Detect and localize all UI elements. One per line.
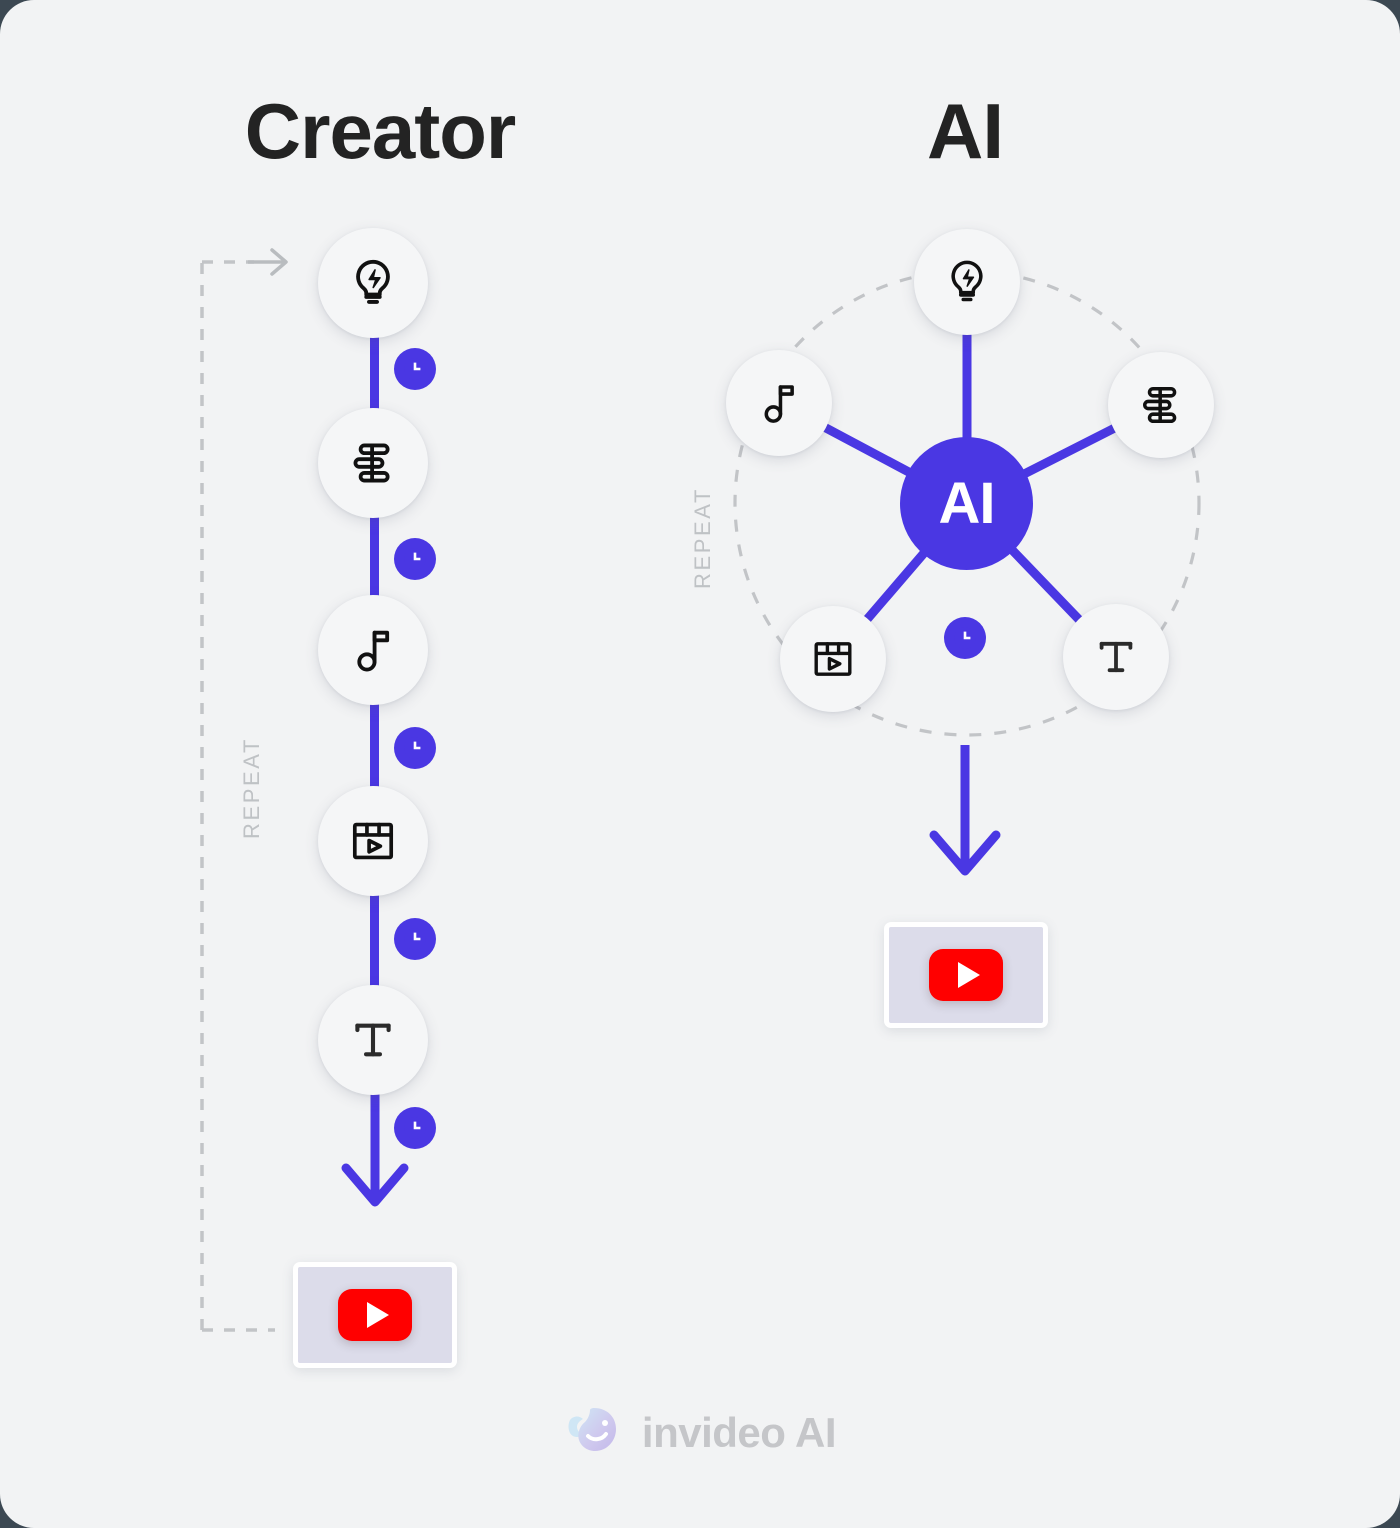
clock-icon [404,928,426,950]
text-type-icon [1092,633,1140,681]
creator-time-badge-5 [394,1107,436,1149]
creator-node-text[interactable] [318,985,428,1095]
text-type-icon [347,1014,399,1066]
ai-node-music[interactable] [726,350,832,456]
clock-icon [404,737,426,759]
creator-node-idea[interactable] [318,228,428,338]
brand-footer: invideo AI [0,1398,1400,1467]
clock-icon [404,548,426,570]
ai-node-video[interactable] [780,606,886,712]
video-clip-icon [809,635,857,683]
youtube-icon [338,1289,412,1341]
ai-node-idea[interactable] [914,229,1020,335]
ai-output-arrow [929,745,1001,876]
music-note-icon [754,378,804,428]
video-clip-icon [347,815,399,867]
youtube-icon [929,949,1003,1001]
creator-youtube-output[interactable] [293,1262,457,1368]
creator-time-badge-1 [394,348,436,390]
creator-connector-3 [370,680,379,870]
creator-connector-1 [370,300,379,490]
creator-time-badge-4 [394,918,436,960]
creator-node-script[interactable] [318,408,428,518]
music-note-icon [346,623,400,677]
creator-repeat-loop [200,248,288,1332]
creator-time-badge-3 [394,727,436,769]
creator-node-video[interactable] [318,786,428,896]
idea-bulb-icon [346,256,400,310]
brand-name: invideo AI [641,1408,837,1456]
ai-node-script[interactable] [1108,352,1214,458]
creator-time-badge-2 [394,538,436,580]
ai-core-label: AI [938,471,996,536]
script-icon [1136,380,1186,430]
ai-node-text[interactable] [1063,604,1169,710]
ai-time-badge-1 [944,617,986,659]
creator-output-arrow [341,1080,409,1207]
ai-column-title: AI [927,87,1004,175]
creator-connector-4 [370,870,379,1060]
ai-core-hub[interactable]: AI [900,437,1033,570]
script-icon [346,436,400,490]
clock-icon [404,358,426,380]
clock-icon [404,1117,426,1139]
creator-connector-2 [370,490,379,680]
clock-icon [954,627,976,649]
creator-column-title: Creator [244,87,516,175]
creator-node-music[interactable] [318,595,428,705]
invideo-mascot-icon [564,1398,628,1467]
idea-bulb-icon [942,257,992,307]
ai-youtube-output[interactable] [884,922,1048,1028]
